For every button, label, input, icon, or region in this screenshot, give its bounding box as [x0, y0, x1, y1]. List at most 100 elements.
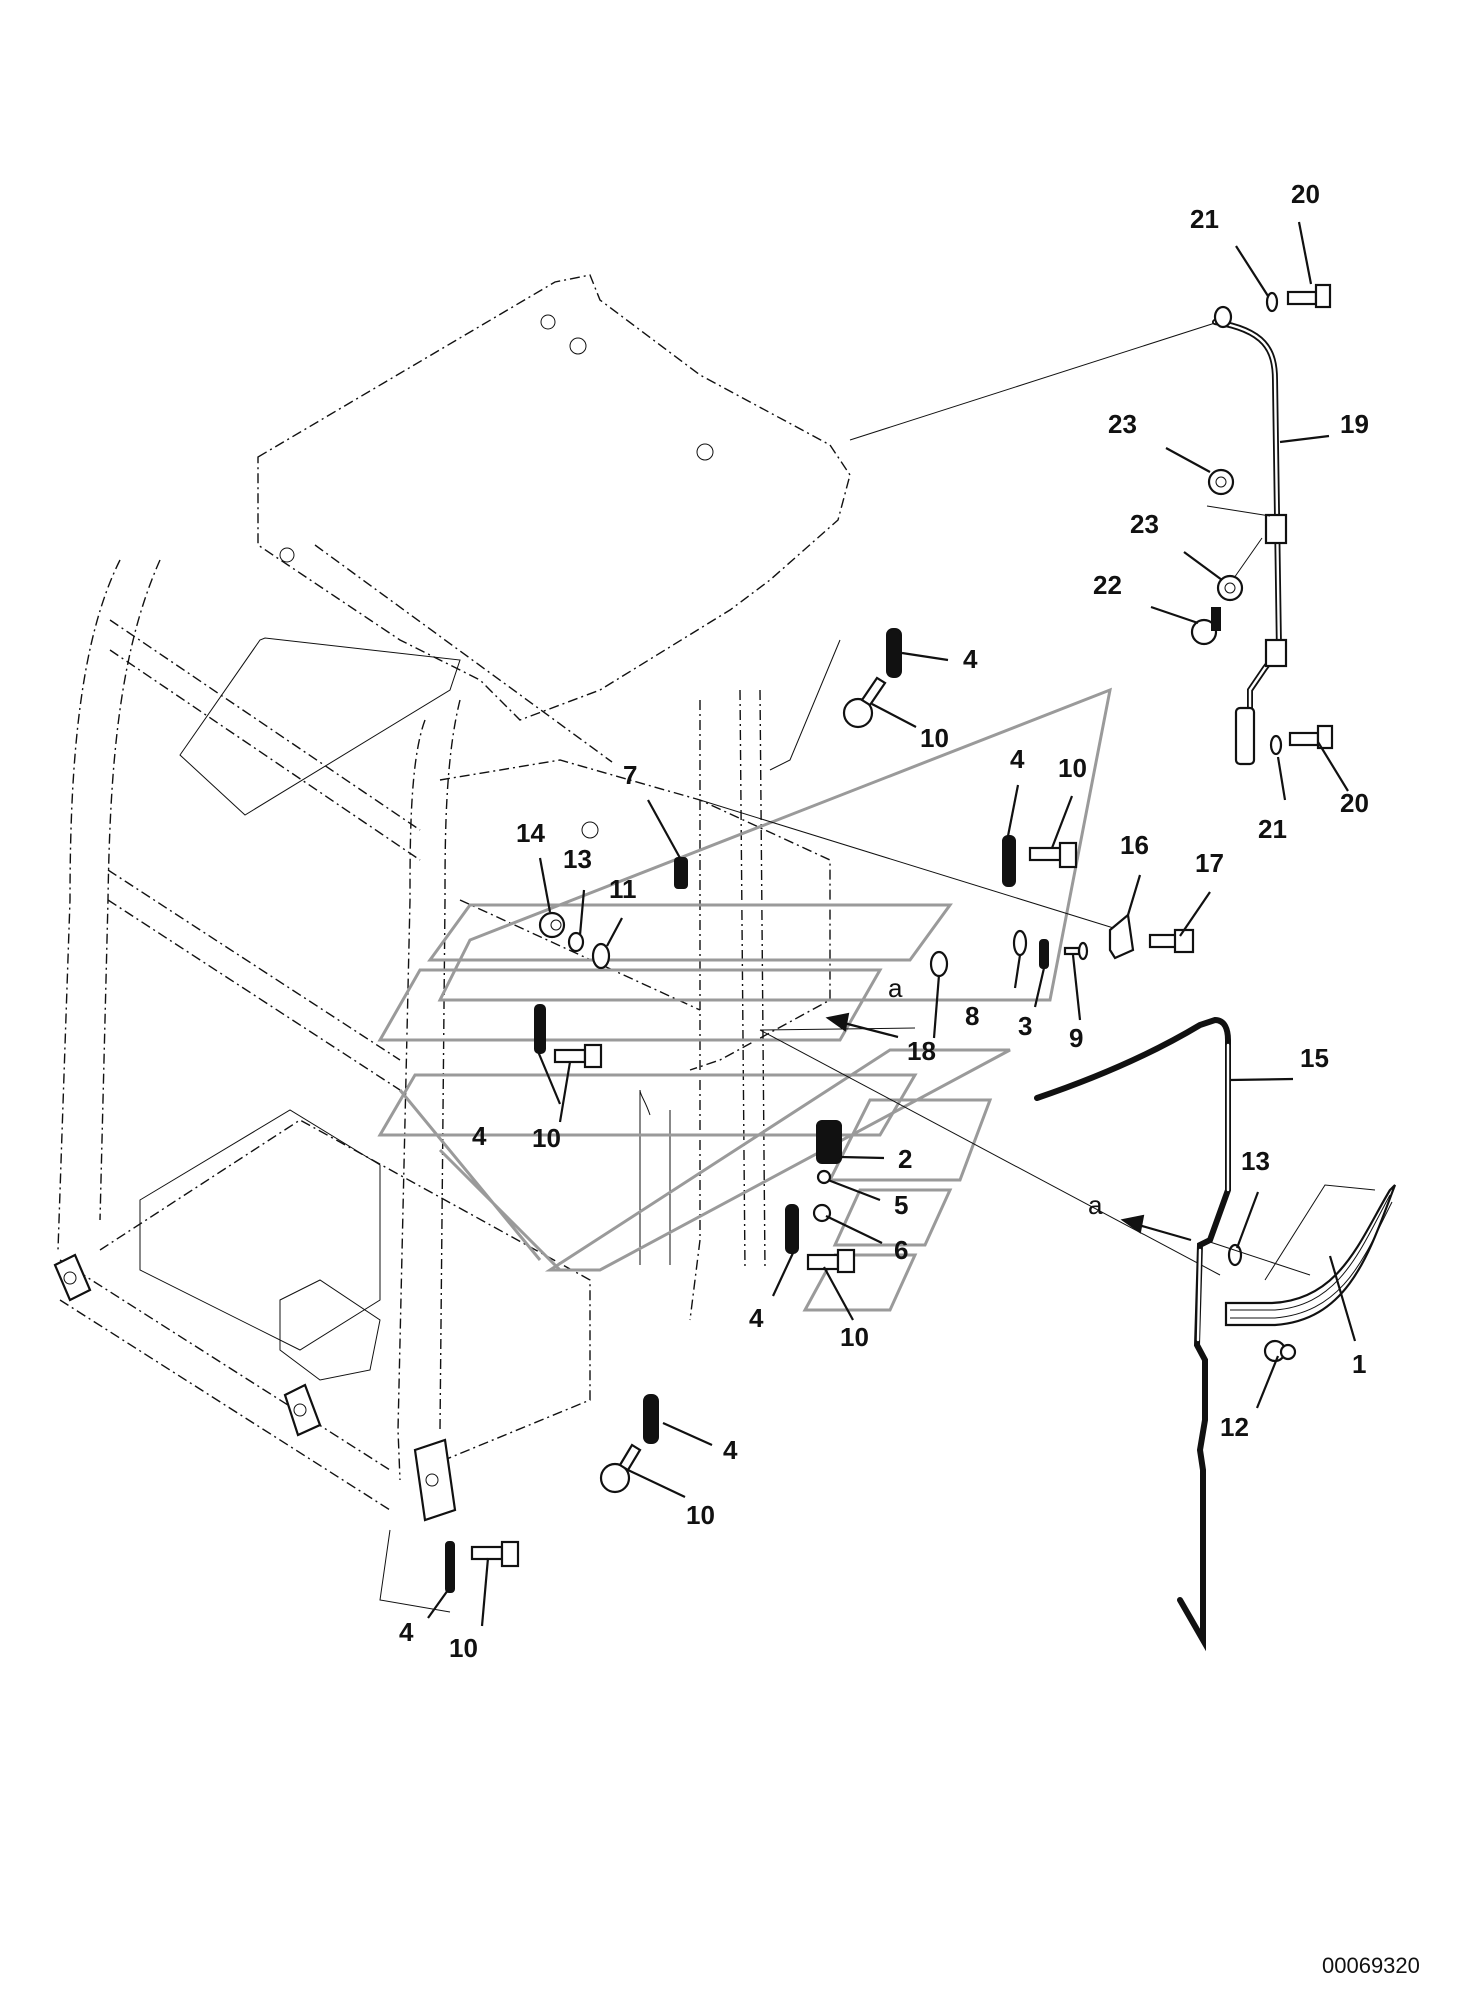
callout-9: 9 [1069, 1023, 1083, 1053]
callout-labels: 20 21 19 23 23 22 20 21 4 10 4 10 16 17 … [399, 179, 1369, 1663]
pipe-assembly [1034, 1016, 1397, 1652]
handrail-clamp-lower [1264, 638, 1288, 668]
clip-4-bottom [643, 1394, 659, 1444]
rear-handle [639, 1089, 671, 1265]
bolt-12 [1263, 1339, 1297, 1363]
clip-7 [674, 857, 688, 889]
callout-19: 19 [1340, 409, 1369, 439]
rear-pillar [689, 689, 766, 1321]
handrail-top-eye [1213, 305, 1233, 329]
block-16 [1108, 912, 1135, 960]
callout-22: 22 [1093, 570, 1122, 600]
callout-leaders [427, 221, 1357, 1627]
callout-20: 20 [1291, 179, 1320, 209]
callout-6: 6 [894, 1235, 908, 1265]
bolt-20-lower [1288, 724, 1334, 750]
callout-4: 4 [399, 1617, 414, 1647]
bolt-10-bottom [599, 1443, 642, 1494]
callout-4: 4 [749, 1303, 764, 1333]
washer-13-right [1227, 1243, 1243, 1267]
callout-7: 7 [623, 760, 637, 790]
clip-4-mid [1002, 835, 1016, 887]
handrail-assembly [1190, 283, 1334, 766]
callout-21: 21 [1190, 204, 1219, 234]
roof-sunroof [179, 637, 461, 816]
washer-21-lower [1269, 734, 1283, 756]
front-pillar-right [397, 699, 461, 1481]
clamp-3 [1039, 939, 1049, 969]
callout-11: 11 [609, 874, 637, 904]
callout-14: 14 [516, 818, 545, 848]
clip-4-upper [886, 628, 902, 678]
drawing-number: 00069320 [1322, 1953, 1420, 1978]
view-arrow-a-1 [825, 1012, 899, 1039]
mid-cross-member [107, 869, 401, 1091]
bolt-10-mid [1028, 841, 1078, 869]
roof-rib [314, 544, 613, 763]
callout-5: 5 [894, 1190, 908, 1220]
bracket-1 [1224, 1184, 1397, 1327]
roof-outline [257, 274, 851, 721]
callout-13: 13 [1241, 1146, 1270, 1176]
callout-2: 2 [898, 1144, 912, 1174]
handrail-foot-plate [1234, 706, 1256, 766]
bolt-10-bottomleft [470, 1540, 520, 1568]
callout-23: 23 [1130, 509, 1159, 539]
callout-16: 16 [1120, 830, 1149, 860]
nut-23-lower [1216, 574, 1244, 602]
bolt-10-upper [842, 676, 887, 729]
callout-21: 21 [1258, 814, 1287, 844]
rear-wall [439, 759, 831, 1071]
callout-4: 4 [723, 1435, 738, 1465]
bolt-20-upper [1286, 283, 1332, 309]
callout-18: 18 [907, 1036, 936, 1066]
clip-4-left [534, 1004, 546, 1054]
bolt-17 [1148, 928, 1195, 954]
clip-4-lowermid [785, 1204, 799, 1254]
washer-13-left [567, 931, 585, 953]
callout-10: 10 [449, 1633, 478, 1663]
clip-4-bottomleft [445, 1541, 455, 1593]
view-label-a: a [1088, 1190, 1103, 1220]
view-arrow-a-2 [1120, 1214, 1192, 1242]
callout-8: 8 [965, 1001, 979, 1031]
bolt-10-lowermid [806, 1248, 856, 1274]
stud-22 [1190, 607, 1221, 646]
callout-13: 13 [563, 844, 592, 874]
callout-10: 10 [920, 723, 949, 753]
handrail-clamp-upper [1264, 513, 1288, 545]
callout-1: 1 [1352, 1349, 1366, 1379]
bolt-10-left [553, 1043, 603, 1069]
floor-plate [139, 1109, 381, 1351]
washer-21-upper [1265, 291, 1279, 313]
plate-8 [1012, 929, 1028, 957]
callout-10: 10 [686, 1500, 715, 1530]
callout-10: 10 [532, 1123, 561, 1153]
callout-4: 4 [1010, 744, 1025, 774]
grommet-14 [538, 911, 566, 939]
callout-20: 20 [1340, 788, 1369, 818]
callout-12: 12 [1220, 1412, 1249, 1442]
callout-4: 4 [963, 644, 978, 674]
callout-10: 10 [1058, 753, 1087, 783]
projection-lines [379, 322, 1221, 1613]
washer-11 [591, 942, 611, 970]
callout-17: 17 [1195, 848, 1224, 878]
upper-cross-member [109, 619, 421, 861]
grommet-18 [929, 950, 949, 978]
view-label-a: a [888, 973, 903, 1003]
screw-9 [1063, 941, 1089, 961]
connector-2 [816, 1120, 842, 1164]
washer-5 [816, 1169, 832, 1185]
callout-23: 23 [1108, 409, 1137, 439]
mount-lugs [53, 1253, 457, 1522]
floor-hatch [279, 1279, 381, 1381]
cab-frame [53, 274, 851, 1522]
nut-23-upper [1207, 468, 1235, 496]
front-pillar-left [57, 559, 161, 1251]
callout-10: 10 [840, 1322, 869, 1352]
callout-15: 15 [1300, 1043, 1329, 1073]
detail-view-planes [377, 687, 1112, 1312]
floor-frame [59, 1119, 591, 1511]
